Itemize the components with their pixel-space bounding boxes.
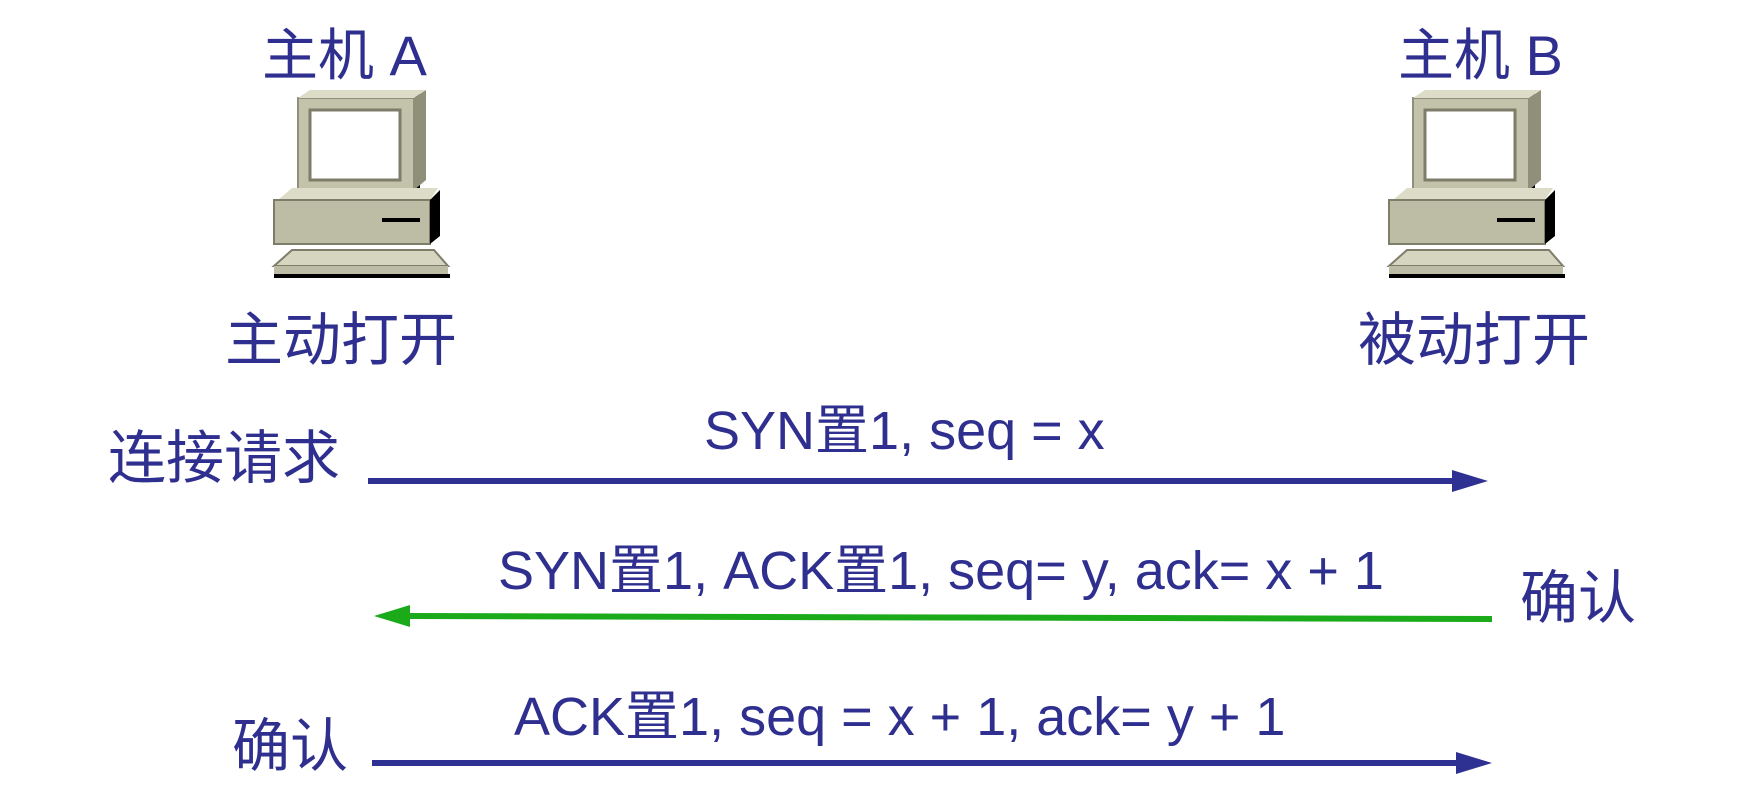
message-2-side-label: 确认 <box>1520 566 1637 631</box>
host-a-computer-icon <box>271 90 451 278</box>
host-a-caption: 主动打开 <box>225 308 458 373</box>
host-b-caption: 被动打开 <box>1358 308 1591 373</box>
host-b-computer-icon <box>1386 90 1566 278</box>
message-1-label: SYN置1, seq = x <box>704 401 1105 461</box>
message-1-arrow <box>368 470 1488 492</box>
message-1-side-label: 连接请求 <box>108 426 341 491</box>
host-a-title: 主机 A <box>262 24 427 87</box>
message-3-side-label: 确认 <box>232 714 349 779</box>
message-2-arrow <box>374 605 1493 627</box>
message-3-arrow <box>372 752 1492 774</box>
message-3-label: ACK置1, seq = x + 1, ack= y + 1 <box>514 687 1286 747</box>
message-2-label: SYN置1, ACK置1, seq= y, ack= x + 1 <box>498 541 1384 601</box>
host-b-title: 主机 B <box>1398 24 1563 87</box>
